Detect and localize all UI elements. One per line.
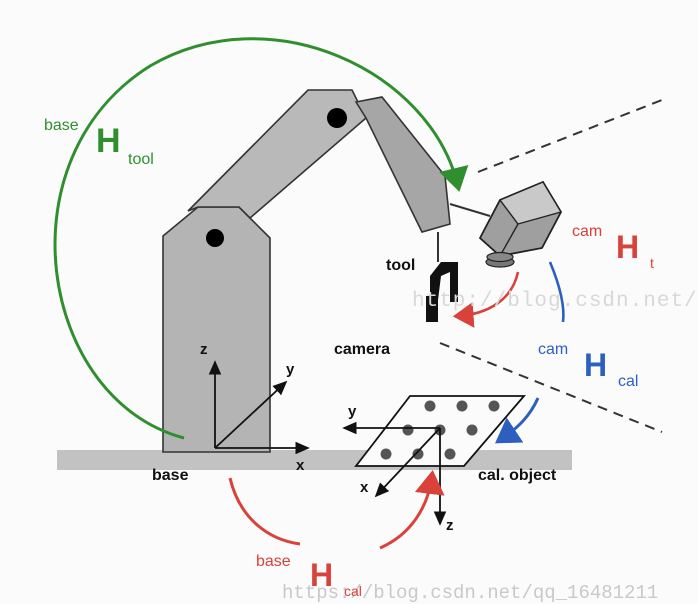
tool-finger xyxy=(426,296,438,322)
robot-forearm xyxy=(354,96,451,233)
label-tool: tool xyxy=(386,257,415,274)
label-cal-object: cal. object xyxy=(478,467,557,484)
cam-ht-arrow xyxy=(452,271,520,328)
fov-line-lower xyxy=(439,342,663,433)
base-hcal-arrow xyxy=(228,476,432,550)
svg-text:cam: cam xyxy=(572,223,602,240)
base-joint xyxy=(206,229,224,247)
robot-axes xyxy=(208,360,310,455)
label-base-htool: base H tool xyxy=(44,117,154,168)
svg-text:tool: tool xyxy=(128,151,154,168)
label-base-hcal: base H cal xyxy=(256,553,362,599)
svg-text:cal: cal xyxy=(618,373,638,390)
camera-icon xyxy=(478,180,563,268)
watermark-bottom: https://blog.csdn.net/qq_16481211 xyxy=(282,582,658,604)
robot-axis-y-label: y xyxy=(286,361,295,378)
robot-upper-arm xyxy=(187,89,367,220)
elbow-joint xyxy=(327,108,347,128)
tool-gripper xyxy=(430,262,458,302)
svg-text:cam: cam xyxy=(538,341,568,358)
watermark-center: http://blog.csdn.net/ xyxy=(412,290,698,313)
robot-axis-x-label: x xyxy=(296,457,305,474)
svg-text:H: H xyxy=(584,347,607,383)
svg-text:H: H xyxy=(310,557,333,593)
svg-text:base: base xyxy=(256,553,291,570)
svg-text:cal: cal xyxy=(344,583,362,599)
svg-text:t: t xyxy=(650,255,654,271)
svg-text:base: base xyxy=(44,117,79,134)
object-axis-y-label: y xyxy=(348,403,357,420)
svg-text:H: H xyxy=(96,122,121,160)
object-axis-z-label: z xyxy=(446,517,454,534)
label-camera: camera xyxy=(334,341,390,358)
camera-mount-rod xyxy=(449,203,491,217)
robot-axis-z-label: z xyxy=(200,341,208,358)
cam-hcal-arrow-lower xyxy=(495,397,540,444)
svg-text:H: H xyxy=(616,229,639,265)
base-htool-arrow xyxy=(53,37,469,440)
label-cam-ht: cam H t xyxy=(572,223,654,271)
cam-hcal-arrow xyxy=(548,261,565,323)
fov-line-upper xyxy=(477,99,663,173)
label-base: base xyxy=(152,467,189,484)
label-cam-hcal: cam H cal xyxy=(538,341,638,390)
object-axis-x-label: x xyxy=(360,479,369,496)
